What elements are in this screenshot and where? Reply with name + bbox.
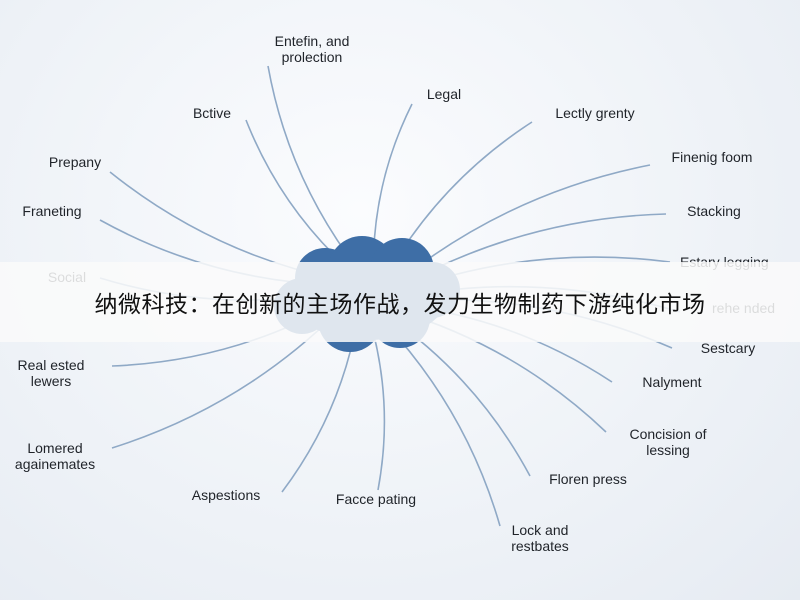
node-label-stacking: Stacking [687,203,741,219]
node-label-finenig-foom: Finenig foom [672,149,753,165]
banner-title: 纳微科技：在创新的主场作战，发力生物制药下游纯化市场 [94,292,706,318]
node-label-nalyment: Nalyment [642,374,701,390]
node-label-franeting: Franeting [22,203,81,219]
node-label-aspestions: Aspestions [192,487,260,503]
node-label-lectly-grenty: Lectly grenty [555,105,634,121]
node-label-floren-press: Floren press [549,471,627,487]
connector-enterin-protection [267,65,357,268]
node-label-facce-pating: Facce pating [336,491,416,507]
node-label-legal: Legal [427,86,461,102]
title-banner: 纳微科技：在创新的主场作战，发力生物制药下游纯化市场 [0,262,800,342]
node-label-bective: Bctive [193,105,231,121]
node-label-prepany: Prepany [49,154,101,170]
node-label-sestcary: Sestcary [701,340,755,356]
